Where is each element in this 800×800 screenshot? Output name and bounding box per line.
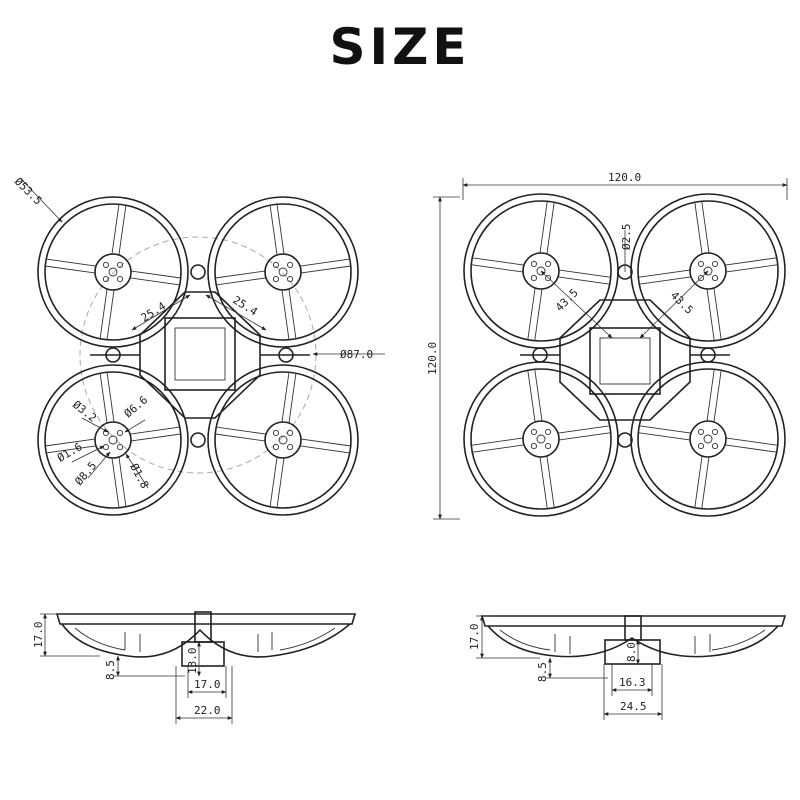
side-left-height-label: 17.0: [32, 622, 45, 649]
page-title: SIZE: [329, 18, 471, 76]
motor-mount: [94, 253, 132, 291]
motor-mount: [522, 420, 560, 458]
motor-mount: [689, 420, 727, 458]
frame-body: [520, 264, 730, 448]
motor-mount: [94, 421, 132, 459]
prop-guard: [207, 196, 359, 348]
motor-hole-d-label: Ø8.5: [72, 459, 99, 488]
prop-guard: [463, 193, 619, 349]
prop-guard: [630, 361, 786, 517]
motor-mount: [264, 421, 302, 459]
diag-right-label: 43.5: [668, 289, 696, 317]
arm-left-label: 25.4: [139, 299, 169, 324]
diag-left-label: 43.5: [553, 286, 581, 314]
prop-guard: [37, 196, 189, 348]
prop-guard: [207, 364, 359, 516]
top-left-dimensions: [19, 177, 385, 489]
width-label: 120.0: [608, 171, 641, 184]
height-label: 120.0: [426, 342, 439, 375]
motor-mount: [264, 253, 302, 291]
top-view-right: [433, 178, 788, 520]
arm-right-label: 25.4: [230, 294, 260, 319]
motor-hole-a-label: Ø3.2: [70, 398, 99, 425]
mount-hole-label: Ø2.5: [620, 224, 633, 251]
motor-hole-b-label: Ø6.6: [122, 393, 151, 420]
side-view-left: [40, 611, 357, 724]
side-right-outer-width-label: 24.5: [620, 700, 647, 713]
prop-guards: [463, 193, 786, 517]
side-right-mount-height-label: 8.0: [625, 642, 638, 662]
prop-guard: [37, 364, 189, 516]
prop-guard: [630, 193, 786, 349]
side-left-mount-height-label: 13.0: [186, 648, 199, 675]
side-right-inner-width-label: 16.3: [619, 676, 646, 689]
side-left-inner-width-label: 17.0: [194, 678, 221, 691]
prop-guard-dia-label: Ø53.5: [12, 175, 45, 208]
motor-hole-e-label: Ø1.8: [127, 461, 151, 491]
prop-guard: [463, 361, 619, 517]
side-right-height-label: 17.0: [468, 624, 481, 651]
side-right-motor-depth-label: 8.5: [536, 662, 549, 682]
side-view-right: [476, 615, 787, 720]
side-left-outer-width-label: 22.0: [194, 704, 221, 717]
wheelbase-dia-label: Ø87.0: [340, 348, 373, 361]
frame-body: [90, 264, 310, 448]
side-left-motor-depth-label: 8.5: [104, 660, 117, 680]
prop-guards: [37, 196, 359, 516]
